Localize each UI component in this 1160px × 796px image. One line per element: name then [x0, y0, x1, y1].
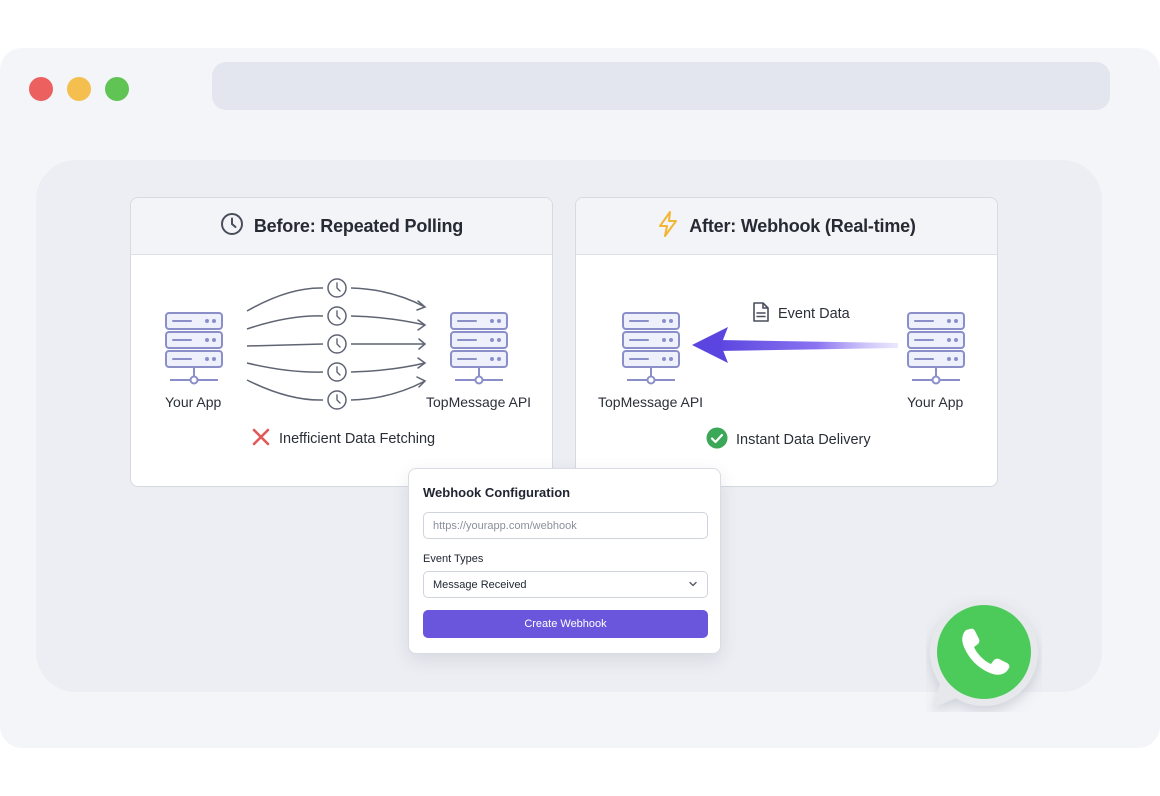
webhook-configuration-card: Webhook Configuration Event Types Messag…: [408, 468, 721, 654]
before-panel-title: Before: Repeated Polling: [253, 215, 464, 236]
event-data-label: Event Data: [752, 301, 850, 327]
x-icon: [251, 427, 271, 451]
before-panel-body: Your App: [131, 255, 552, 486]
before-status: Inefficient Data Fetching: [251, 427, 435, 451]
check-circle-icon: [706, 427, 728, 453]
after-panel-title: After: Webhook (Real-time): [689, 215, 916, 236]
polling-arrows: [246, 278, 427, 410]
before-polling-panel: Before: Repeated Polling Your App: [130, 197, 553, 487]
event-type-selected: Message Received: [433, 578, 527, 591]
whatsapp-icon[interactable]: [926, 596, 1042, 712]
webhook-arrow: [692, 327, 898, 363]
topmessage-api-server-icon: [622, 312, 680, 385]
event-types-label: Event Types: [423, 553, 484, 565]
after-status-text: Instant Data Delivery: [736, 432, 871, 448]
create-webhook-button[interactable]: Create Webhook: [423, 610, 708, 638]
your-app-label: Your App: [165, 394, 222, 410]
your-app-server-icon: [907, 312, 965, 385]
before-panel-header: Before: Repeated Polling: [131, 198, 552, 255]
your-app-server-icon: [165, 312, 223, 385]
close-window-dot[interactable]: [29, 77, 53, 101]
after-panel-header: After: Webhook (Real-time): [576, 198, 997, 255]
minimize-window-dot[interactable]: [67, 77, 91, 101]
event-type-select[interactable]: Message Received: [423, 571, 708, 598]
topmessage-api-label: TopMessage API: [598, 394, 704, 410]
topmessage-api-label: TopMessage API: [426, 394, 532, 410]
before-status-text: Inefficient Data Fetching: [279, 431, 436, 447]
chevron-down-icon: [688, 579, 698, 591]
config-title: Webhook Configuration: [423, 485, 571, 500]
lightning-icon: [657, 210, 679, 242]
clock-icon: [220, 212, 244, 241]
document-icon: [752, 301, 770, 327]
topmessage-api-server-icon: [450, 312, 508, 385]
after-webhook-panel: After: Webhook (Real-time) TopMessage AP…: [575, 197, 998, 487]
after-panel-body: TopMessage API Event Data: [576, 255, 997, 486]
address-bar[interactable]: [212, 62, 1110, 110]
your-app-label: Your App: [907, 394, 964, 410]
event-data-text: Event Data: [778, 306, 850, 322]
webhook-url-input[interactable]: [423, 512, 708, 539]
after-status: Instant Data Delivery: [706, 427, 871, 453]
maximize-window-dot[interactable]: [105, 77, 129, 101]
